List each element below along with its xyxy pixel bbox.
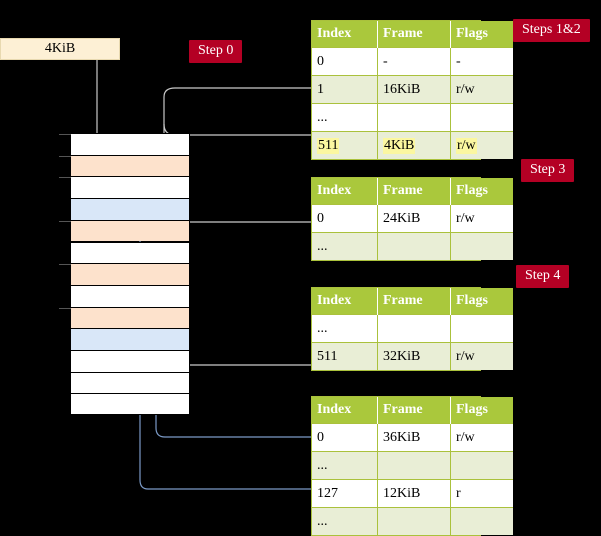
- cell-flags: [450, 103, 513, 132]
- column-header-frame: Frame: [377, 178, 451, 205]
- table-row: ...: [312, 314, 513, 343]
- cell-frame: -: [377, 47, 451, 76]
- cell-index: 0: [312, 423, 378, 452]
- badge-steps-1-2: Steps 1&2: [513, 19, 590, 42]
- cell-index: ...: [312, 451, 378, 480]
- cell-flags: r/w: [450, 204, 513, 233]
- cell-flags: -: [450, 47, 513, 76]
- memory-frame-row: [59, 263, 190, 285]
- cell-flags: r: [450, 479, 513, 508]
- cell-frame: 36KiB: [377, 423, 451, 452]
- physical-memory-column: [59, 133, 190, 416]
- frame-boundary-tick: [59, 134, 71, 135]
- cell-flags: r/w: [450, 423, 513, 452]
- cell-index: ...: [312, 103, 378, 132]
- source-size-label: 4KiB: [44, 41, 76, 56]
- column-header-frame: Frame: [377, 397, 451, 424]
- column-header-flags: Flags: [450, 178, 513, 205]
- frame-boundary-tick: [59, 307, 71, 309]
- cell-index: ...: [312, 314, 378, 343]
- cell-frame: 16KiB: [377, 75, 451, 104]
- cell-index: ...: [312, 507, 378, 535]
- badge-step-4: Step 4: [516, 265, 570, 288]
- cell-flags: [450, 314, 513, 343]
- cell-index: 511: [312, 131, 378, 159]
- memory-frame-row: [70, 198, 190, 220]
- frame-boundary-tick: [59, 155, 71, 157]
- cell-frame: [377, 507, 451, 535]
- cell-frame: 12KiB: [377, 479, 451, 508]
- cell-frame: 32KiB: [377, 342, 451, 370]
- memory-frame-row: [59, 176, 190, 199]
- badge-step-0: Step 0: [189, 40, 243, 63]
- cell-index: 127: [312, 479, 378, 508]
- column-header-index: Index: [312, 21, 378, 48]
- frame-boundary-tick: [59, 220, 71, 222]
- memory-frame-row: [59, 154, 190, 177]
- column-header-index: Index: [312, 397, 378, 424]
- table-row: 0--: [312, 47, 513, 76]
- memory-frame-row: [59, 219, 190, 242]
- memory-frame-row: [70, 284, 190, 307]
- cell-frame: [377, 314, 451, 343]
- column-header-index: Index: [312, 178, 378, 205]
- cell-index: 1: [312, 75, 378, 104]
- table-row: ...: [312, 232, 513, 260]
- cell-frame: 4KiB: [377, 131, 451, 159]
- memory-frame-row: [59, 306, 190, 329]
- memory-frame-row: [70, 371, 190, 394]
- cell-frame: [377, 103, 451, 132]
- cell-flags: [450, 232, 513, 260]
- cell-frame: [377, 451, 451, 480]
- cell-index: 0: [312, 204, 378, 233]
- badge-step-3: Step 3: [521, 159, 575, 182]
- frame-boundary-tick: [59, 264, 71, 266]
- column-header-frame: Frame: [377, 288, 451, 315]
- cell-flags: [450, 451, 513, 480]
- cell-index: 511: [312, 342, 378, 370]
- table-row: ...: [312, 451, 513, 480]
- memory-frame-row: [59, 133, 190, 155]
- cell-flags: r/w: [450, 342, 513, 370]
- memory-frame-row: [70, 328, 190, 350]
- cell-frame: [377, 232, 451, 260]
- highlighted-value: 4KiB: [383, 137, 416, 154]
- memory-frame-row: [70, 350, 190, 372]
- column-header-index: Index: [312, 288, 378, 315]
- cell-frame: 24KiB: [377, 204, 451, 233]
- cell-flags: [450, 507, 513, 535]
- frame-boundary-tick: [59, 177, 71, 179]
- cell-index: ...: [312, 232, 378, 260]
- cell-index: 0: [312, 47, 378, 76]
- column-header-flags: Flags: [450, 21, 513, 48]
- table-row: ...: [312, 507, 513, 535]
- cell-flags: r/w: [450, 131, 513, 159]
- table-row: 511 4KiB r/w: [312, 131, 513, 159]
- highlighted-value: 511: [317, 137, 340, 154]
- table-row: ...: [312, 103, 513, 132]
- memory-frame-row: [70, 393, 190, 416]
- cell-flags: r/w: [450, 75, 513, 104]
- highlighted-value: r/w: [456, 137, 477, 154]
- column-header-flags: Flags: [450, 397, 513, 424]
- column-header-flags: Flags: [450, 288, 513, 315]
- source-size-box: 4KiB: [0, 38, 120, 60]
- memory-frame-row: [70, 241, 190, 264]
- column-header-frame: Frame: [377, 21, 451, 48]
